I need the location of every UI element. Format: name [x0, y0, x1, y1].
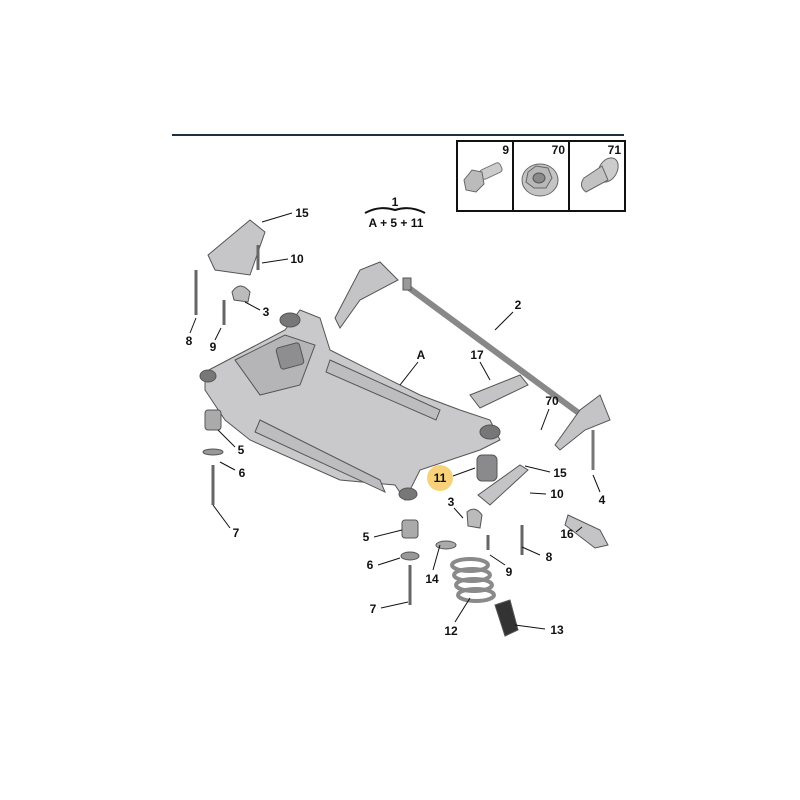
callout-5[interactable]: 5	[362, 530, 370, 544]
callout-15[interactable]: 15	[295, 206, 309, 220]
inset-cell-nut[interactable]: 70	[514, 142, 570, 210]
callout-12[interactable]: 12	[444, 624, 458, 638]
callout-13[interactable]: 13	[550, 623, 564, 637]
callout-6[interactable]: 6	[366, 558, 374, 572]
part-number: 9	[502, 143, 509, 157]
callout-10[interactable]: 10	[290, 252, 304, 266]
assembly-number: 1	[391, 195, 399, 209]
callout-5[interactable]: 5	[237, 443, 245, 457]
callout-8[interactable]: 8	[185, 334, 193, 348]
callout-9[interactable]: 9	[209, 340, 217, 354]
callout-7[interactable]: 7	[232, 526, 240, 540]
flange-bolt-icon	[463, 162, 503, 193]
callout-11-highlighted[interactable]: 11	[427, 465, 453, 491]
callout-a[interactable]: A	[416, 348, 426, 362]
callout-2[interactable]: 2	[514, 298, 522, 312]
header-divider	[172, 134, 624, 136]
callout-16[interactable]: 16	[560, 527, 574, 541]
coil-spring-part	[450, 557, 496, 603]
callout-3[interactable]: 3	[262, 305, 270, 319]
rivet-nut-icon	[580, 157, 619, 193]
callout-70[interactable]: 70	[545, 394, 559, 408]
callout-15[interactable]: 15	[553, 466, 567, 480]
callout-3[interactable]: 3	[447, 495, 455, 509]
hardware-inset: 9 70 71	[456, 140, 626, 212]
callout-6[interactable]: 6	[238, 466, 246, 480]
callout-4[interactable]: 4	[598, 493, 606, 507]
flange-nut-icon	[521, 163, 559, 197]
callout-14[interactable]: 14	[425, 572, 439, 586]
inset-cell-rivet[interactable]: 71	[570, 142, 624, 210]
inset-cell-bolt[interactable]: 9	[458, 142, 514, 210]
bump-stop-part	[494, 599, 519, 637]
part-number: 70	[551, 143, 565, 157]
callout-9[interactable]: 9	[505, 565, 513, 579]
stabilizer-bar-part	[403, 282, 597, 428]
part-number: 71	[607, 143, 621, 157]
callout-7[interactable]: 7	[369, 602, 377, 616]
callout-17[interactable]: 17	[470, 348, 484, 362]
callout-8[interactable]: 8	[545, 550, 553, 564]
assembly-formula: A + 5 + 11	[368, 216, 424, 230]
callout-10[interactable]: 10	[550, 487, 564, 501]
